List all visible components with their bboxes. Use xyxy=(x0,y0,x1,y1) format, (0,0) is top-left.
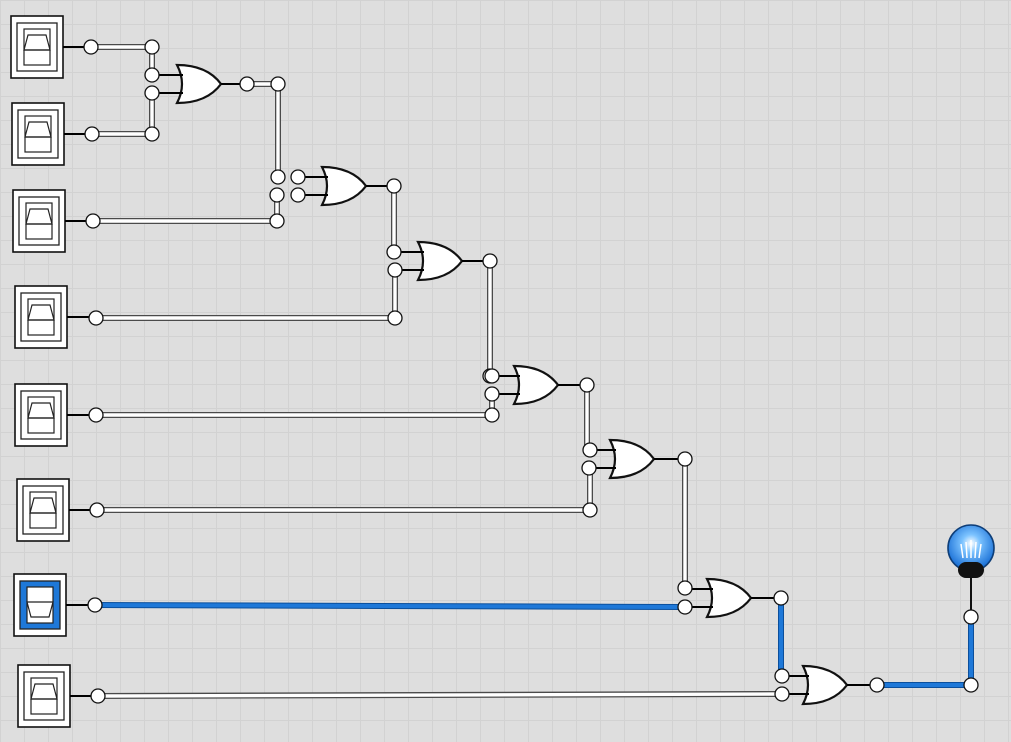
wire-switch-1[interactable] xyxy=(91,44,155,75)
wire-node[interactable] xyxy=(484,386,500,402)
wire-node[interactable] xyxy=(269,213,285,229)
wire-node[interactable] xyxy=(290,187,306,203)
wire-switch-4-edge xyxy=(96,270,398,321)
switch-lever xyxy=(27,304,55,321)
wire-switch-2-core xyxy=(92,93,154,136)
wire-switch-5[interactable] xyxy=(96,394,495,418)
wire-switch-4-core xyxy=(96,270,397,320)
switch-lever xyxy=(27,402,55,419)
switch-lever xyxy=(30,683,58,700)
wire-node[interactable] xyxy=(88,310,104,326)
wire-node[interactable] xyxy=(581,460,597,476)
wire-node[interactable] xyxy=(677,599,693,615)
toggle-switch-icon[interactable] xyxy=(14,285,68,349)
wire-node[interactable] xyxy=(773,590,789,606)
wire-switch-3-core xyxy=(93,195,279,223)
wire-switch-6-edge xyxy=(97,468,593,513)
wire-switch-7-core xyxy=(94,603,686,609)
switch-lever xyxy=(29,497,57,514)
wire-node[interactable] xyxy=(239,76,255,92)
switch-lever xyxy=(25,208,53,225)
wire-switch-3-edge xyxy=(93,195,280,224)
toggle-switch-icon[interactable] xyxy=(11,102,65,166)
wire-switch-2[interactable] xyxy=(92,93,155,137)
wire-node[interactable] xyxy=(270,76,286,92)
wire-switch-3[interactable] xyxy=(93,195,280,224)
wire-node[interactable] xyxy=(144,126,160,142)
wire-node[interactable] xyxy=(484,368,500,384)
wire-node[interactable] xyxy=(87,597,103,613)
wire-node[interactable] xyxy=(144,67,160,83)
switch-lever xyxy=(26,601,54,618)
wire-node[interactable] xyxy=(85,213,101,229)
wire-node[interactable] xyxy=(269,187,285,203)
wire-switch-6[interactable] xyxy=(97,468,593,513)
wire-node[interactable] xyxy=(144,39,160,55)
toggle-switch-icon[interactable] xyxy=(14,383,68,447)
bulb-filament xyxy=(960,540,982,559)
wire-switch-5-core xyxy=(96,394,494,417)
wire-node[interactable] xyxy=(387,310,403,326)
wire-switch-5-edge xyxy=(96,394,495,418)
wires-layer xyxy=(91,44,974,699)
wire-node[interactable] xyxy=(963,677,979,693)
wire-node[interactable] xyxy=(482,253,498,269)
wire-switch-1-core xyxy=(91,45,154,75)
switch-lever xyxy=(23,34,51,51)
wire-gate-7-core xyxy=(877,617,973,687)
wire-gate-7-edge xyxy=(877,617,974,688)
wire-node[interactable] xyxy=(290,169,306,185)
switch-lever xyxy=(24,121,52,138)
toggle-switch-icon[interactable] xyxy=(17,664,71,728)
or-gate-icon[interactable] xyxy=(705,577,753,619)
or-gate-icon[interactable] xyxy=(512,364,560,406)
components-layer xyxy=(10,15,995,728)
toggle-switch-icon[interactable] xyxy=(16,478,70,542)
wire-gate-1-core xyxy=(247,82,280,177)
wire-node[interactable] xyxy=(90,688,106,704)
wire-node[interactable] xyxy=(270,169,286,185)
or-gate-icon[interactable] xyxy=(608,438,656,480)
or-gate-icon[interactable] xyxy=(416,240,464,282)
wire-node[interactable] xyxy=(677,451,693,467)
wire-gate-7[interactable] xyxy=(877,617,974,688)
or-gate-icon[interactable] xyxy=(175,63,223,105)
wire-node[interactable] xyxy=(88,407,104,423)
wire-switch-8-core xyxy=(97,692,783,698)
wire-node[interactable] xyxy=(144,85,160,101)
wire-node[interactable] xyxy=(582,442,598,458)
wire-switch-6-core xyxy=(97,468,592,512)
wire-node[interactable] xyxy=(83,39,99,55)
or-gate-icon[interactable] xyxy=(320,165,368,207)
wire-node[interactable] xyxy=(484,407,500,423)
wire-switch-4[interactable] xyxy=(96,270,398,321)
wire-switch-2-edge xyxy=(92,93,155,137)
wire-node[interactable] xyxy=(386,244,402,260)
toggle-switch-icon[interactable] xyxy=(10,15,64,79)
wire-node[interactable] xyxy=(579,377,595,393)
light-bulb-icon[interactable] xyxy=(947,524,995,610)
wire-node[interactable] xyxy=(387,262,403,278)
toggle-switch-icon[interactable] xyxy=(13,573,67,637)
wire-node[interactable] xyxy=(869,677,885,693)
wire-switch-8[interactable] xyxy=(97,691,783,699)
wire-node[interactable] xyxy=(963,609,979,625)
or-gate-icon[interactable] xyxy=(801,664,849,706)
wire-node[interactable] xyxy=(386,178,402,194)
wire-node[interactable] xyxy=(677,580,693,596)
bulb-base xyxy=(958,562,984,578)
wire-node[interactable] xyxy=(774,686,790,702)
toggle-switch-icon[interactable] xyxy=(12,189,66,253)
nodes-layer xyxy=(83,39,979,704)
wire-node[interactable] xyxy=(582,502,598,518)
wire-node[interactable] xyxy=(84,126,100,142)
wire-switch-1-edge xyxy=(91,44,155,75)
wire-node[interactable] xyxy=(89,502,105,518)
wire-gate-1-edge xyxy=(247,81,281,177)
wire-node[interactable] xyxy=(774,668,790,684)
wire-gate-1[interactable] xyxy=(247,81,281,177)
wire-switch-7[interactable] xyxy=(94,602,686,610)
